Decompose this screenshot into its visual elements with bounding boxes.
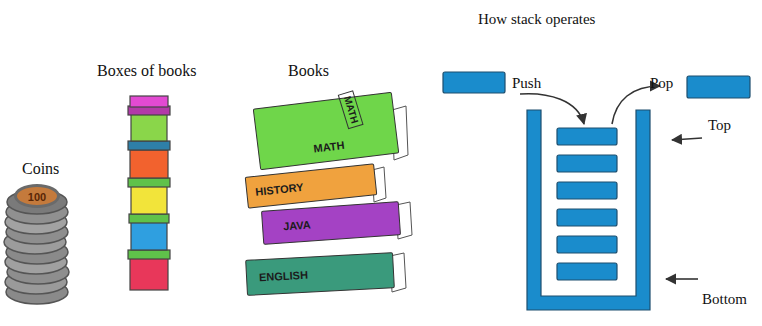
book-title: HISTORY [255,179,326,199]
caption-label: Books [288,62,329,80]
caption-label: Pop [650,74,673,92]
leader-arrows [520,86,702,279]
caption-label: Bottom [702,290,747,308]
caption-label: Boxes of books [97,62,197,80]
book: ENGLISH [245,252,395,296]
book: MATH MATH [253,92,400,171]
section-heading: How stack operates [478,10,595,28]
caption-label: Coins [22,160,59,178]
book-title: JAVA [283,216,344,233]
book-title: MATH [298,137,359,157]
book: JAVA [261,201,401,245]
box-stack [128,96,170,290]
stack-diagram [443,72,750,310]
book-title: ENGLISH [259,267,340,284]
coin-value: 100 [17,191,57,204]
book-title: MATH [338,90,364,129]
book: HISTORY [245,163,378,208]
caption-label: Push [512,74,541,92]
coin: 100 [14,184,60,208]
caption-label: Top [708,116,731,134]
